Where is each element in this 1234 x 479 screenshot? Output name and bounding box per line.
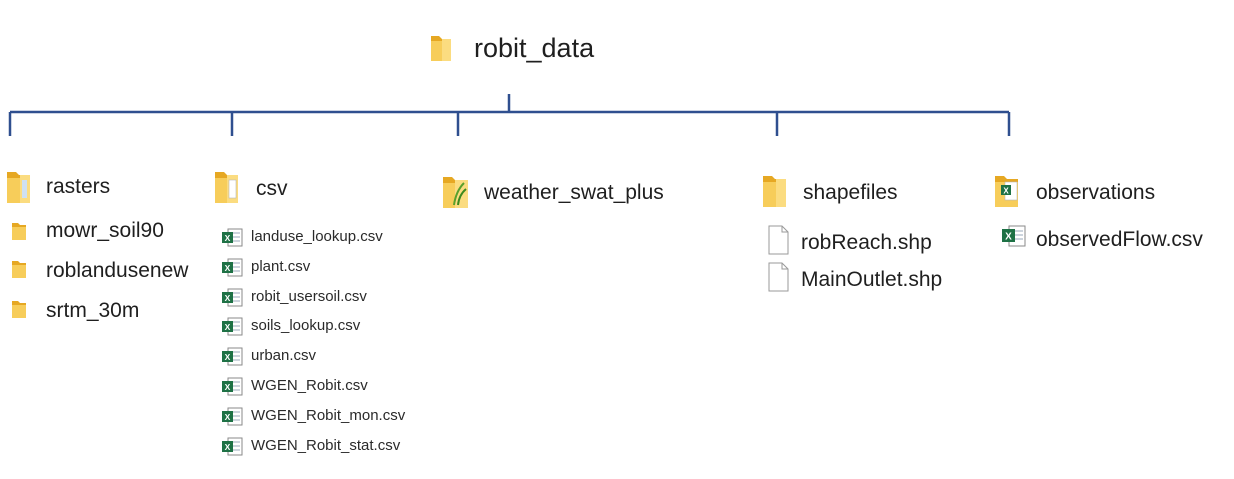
excel-file-icon: X [222,258,243,277]
excel-file-icon: X [222,377,243,396]
file-label-robreach-shp[interactable]: robReach.shp [801,231,932,254]
svg-text:X: X [225,233,231,243]
folder-icon [12,223,26,240]
file-icon [768,262,789,292]
svg-text:X: X [225,382,231,392]
folder-label-srtm-30m[interactable]: srtm_30m [46,299,140,322]
csv-file-label[interactable]: plant.csv [251,258,311,275]
folder-icon [215,172,238,203]
folder-label-roblandusenew[interactable]: roblandusenew [46,259,189,282]
folder-label-rasters[interactable]: rasters [46,175,111,198]
folder-label-shapefiles[interactable]: shapefiles [803,181,898,204]
file-label-mainoutlet-shp[interactable]: MainOutlet.shp [801,268,943,291]
svg-text:X: X [225,412,231,422]
root-folder-label[interactable]: robit_data [474,33,595,63]
excel-file-icon: X [1002,225,1026,247]
excel-file-icon: X [222,407,243,426]
csv-file-label[interactable]: urban.csv [251,347,317,364]
svg-text:X: X [1003,187,1009,196]
excel-file-icon: X [222,347,243,366]
folder-label-mowr-soil90[interactable]: mowr_soil90 [46,219,164,242]
folder-label-csv[interactable]: csv [256,177,288,200]
folder-icon [763,176,786,207]
file-label-observedflow-csv[interactable]: observedFlow.csv [1036,228,1203,251]
csv-file-label[interactable]: robit_usersoil.csv [251,288,367,305]
csv-file-label[interactable]: landuse_lookup.csv [251,228,383,245]
svg-text:X: X [225,352,231,362]
file-icon [768,225,789,255]
excel-file-icon: X [222,317,243,336]
svg-text:X: X [225,263,231,273]
svg-text:X: X [225,293,231,303]
excel-file-icon: X [222,228,243,247]
folder-icon [12,261,26,278]
folder-icon [12,301,26,318]
folder-icon [431,36,451,61]
svg-text:X: X [225,442,231,452]
excel-file-icon: X [222,437,243,456]
folder-label-observations[interactable]: observations [1036,181,1156,204]
excel-file-icon: X [222,288,243,307]
csv-file-label[interactable]: WGEN_Robit.csv [251,377,368,394]
folder-icon [443,177,468,208]
csv-file-label[interactable]: WGEN_Robit_mon.csv [251,407,406,424]
folder-label-weather-swat-plus[interactable]: weather_swat_plus [484,181,664,204]
folder-icon: X [995,176,1018,207]
svg-text:X: X [225,322,231,332]
csv-file-label[interactable]: soils_lookup.csv [251,317,361,334]
folder-icon [7,172,30,203]
svg-text:X: X [1005,232,1012,243]
csv-file-label[interactable]: WGEN_Robit_stat.csv [251,437,401,454]
